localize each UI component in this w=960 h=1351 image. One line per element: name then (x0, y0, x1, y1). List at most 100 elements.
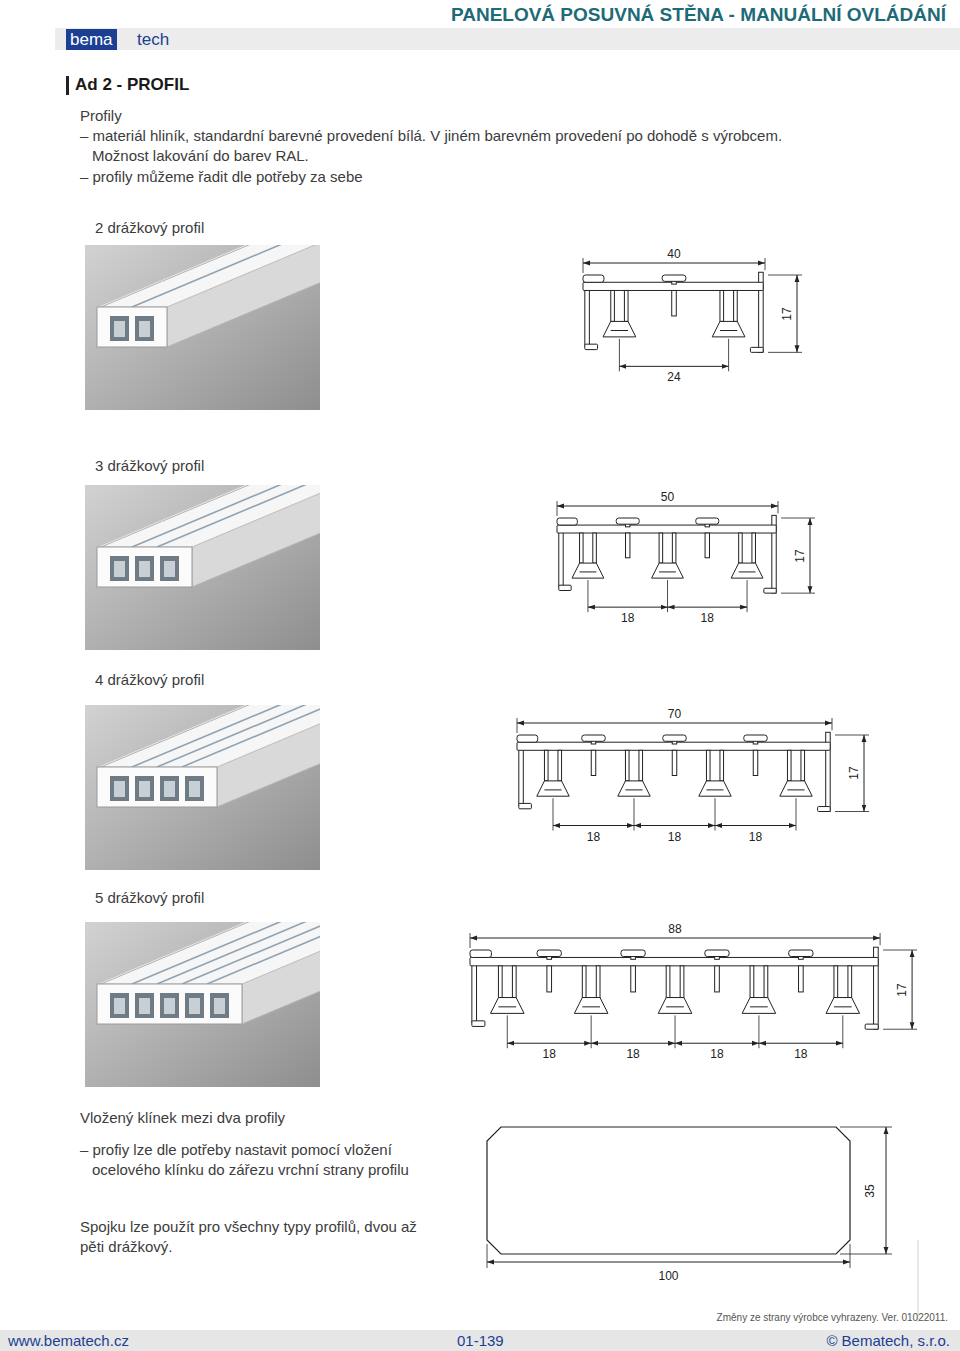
dimension-line (583, 263, 765, 264)
dimension-label: 70 (666, 707, 683, 721)
slot-foot (712, 321, 745, 336)
product-photo (85, 922, 320, 1087)
profile-wall (720, 750, 724, 781)
profile-wall (593, 533, 597, 563)
profile-wall (659, 533, 663, 563)
channel-opening (110, 316, 129, 341)
channel-opening (110, 993, 129, 1018)
profile-wall (557, 525, 776, 533)
extension-line (778, 501, 779, 513)
extension-line (840, 1254, 892, 1255)
channel-inner (139, 781, 150, 797)
channel-opening (185, 993, 204, 1018)
profile-wall (626, 533, 630, 558)
channel-opening (210, 993, 229, 1018)
profile-section (517, 732, 830, 811)
dimension-label: 18 (792, 1047, 809, 1061)
slot-foot (491, 998, 525, 1014)
profile-front (97, 547, 192, 587)
profile-wall (672, 290, 677, 315)
profile-wall (764, 588, 776, 593)
dimension-label: 88 (666, 922, 683, 936)
brand-name: tech (137, 29, 169, 50)
page-title: PANELOVÁ POSUVNÁ STĚNA - MANUÁLNÍ OVLÁDÁ… (451, 3, 946, 27)
dimension-label: 40 (665, 247, 682, 261)
extension-line (470, 933, 471, 948)
profile-wall (519, 746, 524, 805)
slot-line (720, 330, 737, 331)
profile-wall (557, 518, 577, 525)
slot-line (498, 1006, 516, 1007)
profile-top (97, 922, 320, 984)
profile-wall (764, 966, 768, 998)
groove-line (207, 924, 320, 984)
profile-wall (715, 966, 720, 992)
profile-wall (739, 533, 743, 563)
profile-front (97, 767, 217, 807)
footer-text: www.bematech.cz (8, 1330, 129, 1351)
slot-foot (572, 563, 604, 578)
dimension-line (797, 275, 798, 352)
profile-wall (787, 750, 791, 781)
profile-wall (616, 518, 639, 524)
dimension-label: 17 (780, 305, 794, 322)
profile-wall (750, 966, 754, 998)
extension-line (832, 718, 833, 730)
channel-inner (164, 998, 175, 1014)
slot-line (544, 789, 561, 790)
edge-line (101, 705, 320, 767)
profile-wall (744, 735, 767, 741)
profile-front (97, 307, 167, 347)
profile-wall (585, 286, 590, 346)
dimension-line (619, 366, 728, 367)
channel-opening (185, 776, 204, 801)
profile-wall (799, 966, 804, 992)
slot-foot (731, 563, 763, 578)
profile-wall (662, 275, 686, 281)
profile-wall (624, 290, 628, 321)
footer-note: Změny ze strany výrobce vyhrazeny. Ver. … (717, 1311, 948, 1324)
extension-line (765, 258, 766, 270)
channel-opening (160, 993, 179, 1018)
profile-wall (672, 750, 677, 775)
body-text: – profiy lze dle potřeby nastavit pomocí… (80, 1140, 422, 1180)
extension-line (880, 933, 881, 945)
channel-inner (114, 998, 125, 1014)
dimension-line (553, 825, 634, 826)
profile-wall (680, 966, 684, 998)
channel-inner (139, 998, 150, 1014)
slot-line (625, 789, 642, 790)
profile-top (97, 245, 320, 307)
groove-line (157, 705, 320, 767)
profile-wall (585, 344, 598, 349)
profile-wall (865, 1024, 878, 1029)
profile-wall (537, 950, 561, 957)
profile-top (97, 705, 320, 767)
slot-foot (618, 781, 650, 796)
profile-wall (753, 750, 758, 775)
profile-wall (596, 966, 600, 998)
profile-wall (750, 347, 763, 352)
extension-line (487, 1244, 488, 1268)
slot-line (580, 571, 597, 572)
profile-wall (559, 529, 563, 587)
dimension-label: 18 (624, 1047, 641, 1061)
profile-wall (512, 966, 516, 998)
slot-line (582, 1006, 600, 1007)
extension-line (583, 258, 584, 273)
channel-inner (164, 781, 175, 797)
groove-line (182, 922, 320, 984)
steel-wedge (487, 1127, 850, 1254)
profile-wall (544, 750, 548, 781)
profile-wall (696, 518, 719, 524)
extension-line (557, 501, 558, 516)
margin-mark (918, 1240, 919, 1322)
dimension-line (487, 1262, 850, 1263)
page-number: 01-139 (457, 1330, 504, 1351)
dimension-line (588, 607, 668, 608)
dimension-label: 24 (665, 370, 682, 384)
dimension-line (715, 825, 796, 826)
brand-name: bema (66, 29, 117, 50)
channel-inner (139, 561, 150, 577)
dimension-label: 100 (656, 1269, 680, 1283)
